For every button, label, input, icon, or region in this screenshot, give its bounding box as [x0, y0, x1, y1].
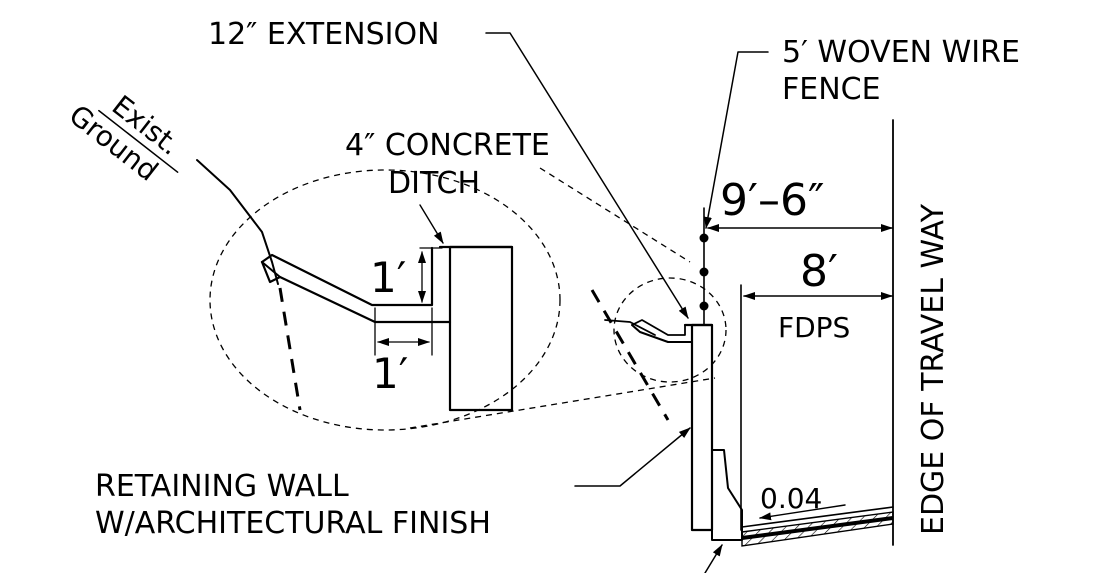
- existing-ground-hidden-detail: [278, 287, 302, 411]
- detail-reference-circle: [613, 277, 727, 383]
- small-ditch-top: [631, 319, 686, 336]
- existing-ground-hidden-main: [590, 289, 670, 421]
- extension-leader: [485, 32, 689, 319]
- ditch-label-line1: 4″ CONCRETE: [345, 128, 550, 163]
- fence-leader: [704, 51, 769, 229]
- bottom-leader: [704, 544, 723, 573]
- barrier-profile: [711, 449, 743, 541]
- fence-label-line2: FENCE: [782, 72, 881, 107]
- slope-label: 0.04: [760, 482, 822, 515]
- ditch-leader: [419, 204, 444, 244]
- callout-line-bottom: [409, 377, 716, 429]
- dim-8-value: 8′: [800, 246, 838, 297]
- dim-horizontal-1ft: 1′: [372, 349, 408, 398]
- dim-9-6-value: 9′–6″: [720, 175, 824, 226]
- retaining-wall-detail: [448, 245, 514, 412]
- pavement-heavy-line: [741, 516, 894, 540]
- exist-ground-label: Exist. Ground: [63, 89, 187, 188]
- concrete-ditch-top: [260, 246, 434, 307]
- edge-of-travel-way-label: EDGE OF TRAVEL WAY: [916, 203, 951, 535]
- detail-bubble: [209, 169, 561, 431]
- fence-wire-1: [699, 233, 709, 243]
- slope-arrow: [759, 504, 846, 521]
- ditch-label-line2: DITCH: [388, 166, 480, 201]
- retaining-wall-label-line1: RETAINING WALL: [95, 469, 349, 504]
- retaining-wall-label-line2: W/ARCHITECTURAL FINISH: [95, 506, 491, 541]
- ditch-hinge-line: [261, 261, 281, 278]
- existing-ground-line-detail: [196, 159, 279, 285]
- pavement-surface: [741, 506, 894, 528]
- small-ditch: [631, 324, 693, 343]
- existing-ground-small: [604, 319, 656, 336]
- dim-vertical-1ft: 1′: [370, 253, 406, 302]
- fence-wire-3: [699, 301, 709, 311]
- retaining-wall-leader: [574, 427, 691, 487]
- fence-label-line1: 5′ WOVEN WIRE: [782, 35, 1020, 70]
- exist-ground-separator: [98, 109, 179, 173]
- fdps-label: FDPS: [778, 311, 850, 344]
- extension-label: 12″ EXTENSION: [208, 17, 440, 52]
- retaining-wall-main: [690, 323, 714, 532]
- callout-line-top: [539, 167, 691, 263]
- fence-wire-2: [699, 267, 709, 277]
